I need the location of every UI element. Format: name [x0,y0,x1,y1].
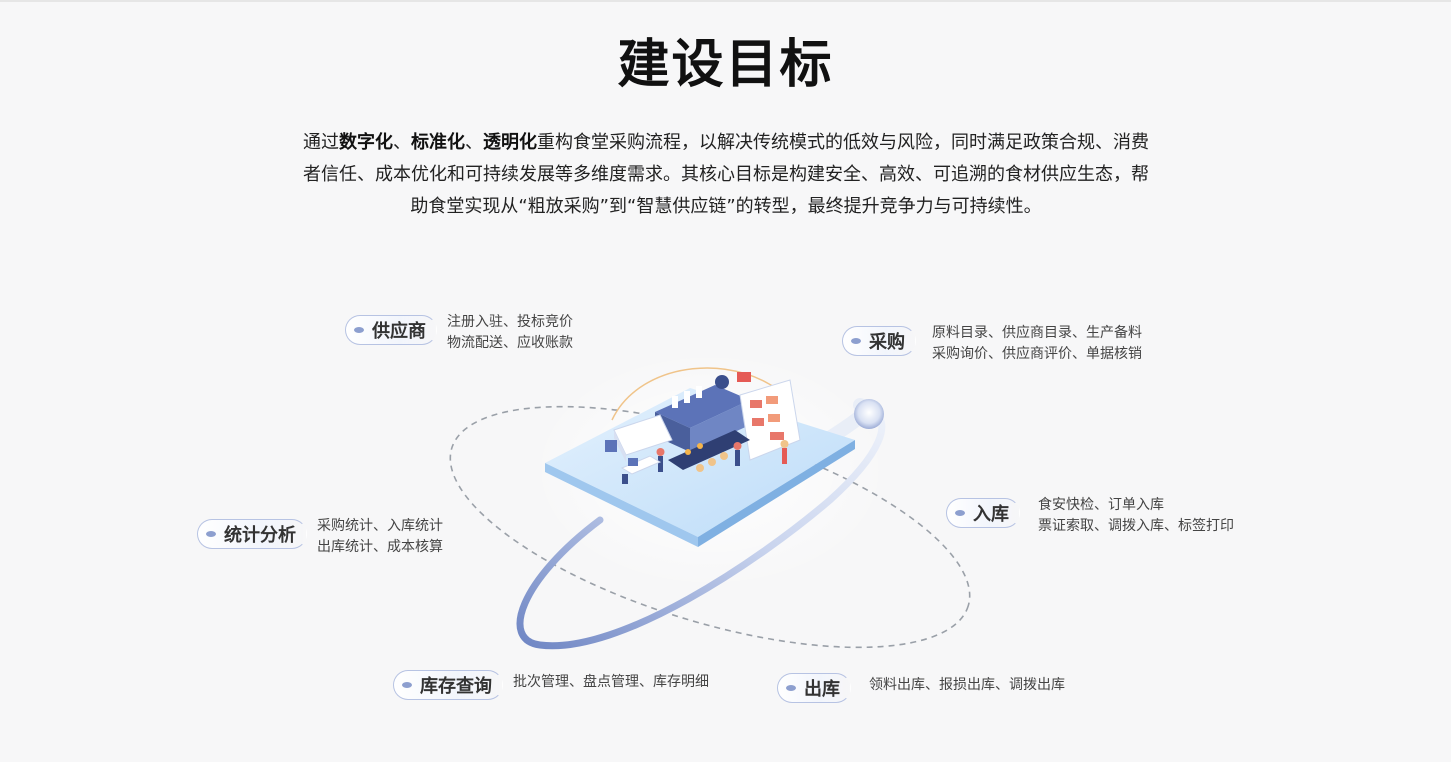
inventory-pill: 库存查询 [393,670,503,700]
supplier-desc-line: 物流配送、应收账款 [447,335,573,351]
intro-keyword-transparent: 透明化 [483,132,537,153]
intro-keyword-digital: 数字化 [339,132,393,153]
node-supplier: 供应商 注册入驻、投标竞价 物流配送、应收账款 [345,312,573,354]
node-inbound: 入库 食安快检、订单入库 票证索取、调拨入库、标签打印 [946,495,1234,537]
truck-icon [605,414,673,462]
bullet-dot-icon [786,685,796,691]
stats-label: 统计分析 [224,525,296,546]
supplier-pill: 供应商 [345,315,437,345]
inbound-label: 入库 [973,504,1009,525]
computer-desk-icon [620,455,662,484]
ribbon-orbit [516,406,886,650]
bullet-dot-icon [206,531,216,537]
intro-separator: 、 [465,132,483,153]
warehouse-shelves-icon [737,372,801,461]
worker-icon [656,440,789,472]
bullet-dot-icon [354,327,364,333]
intro-text: 通过 [303,132,339,153]
outbound-label: 出库 [804,679,840,700]
supplier-description: 注册入驻、投标竞价 物流配送、应收账款 [447,312,573,354]
supplier-desc-line: 注册入驻、投标竞价 [447,314,573,330]
stats-desc-line: 出库统计、成本核算 [317,539,443,555]
conveyor-icon [668,430,750,472]
intro-paragraph: 通过数字化、标准化、透明化重构食堂采购流程，以解决传统模式的低效与风险，同时满足… [300,127,1152,223]
platform-right [698,440,855,547]
stats-description: 采购统计、入库统计 出库统计、成本核算 [317,516,443,558]
bullet-dot-icon [955,510,965,516]
orbit-ball [854,399,884,429]
page-title: 建设目标 [617,35,834,95]
inbound-desc-line: 票证索取、调拨入库、标签打印 [1038,518,1234,534]
outbound-pill: 出库 [777,673,851,703]
intro-keyword-standard: 标准化 [411,132,465,153]
inbound-description: 食安快检、订单入库 票证索取、调拨入库、标签打印 [1038,495,1234,537]
bullet-dot-icon [851,338,861,344]
inbound-pill: 入库 [946,498,1020,528]
bullet-dot-icon [402,682,412,688]
supplier-label: 供应商 [372,321,426,342]
stats-desc-line: 采购统计、入库统计 [317,518,443,534]
intro-text: 重构食堂采购流程，以解决传统模式的低效与风险，同时满足政策合规、消费者信任、成本… [303,132,1149,217]
node-inventory: 库存查询 批次管理、盘点管理、库存明细 [393,670,709,700]
inbound-desc-line: 食安快检、订单入库 [1038,497,1164,513]
purchase-pill: 采购 [842,326,916,356]
top-arc [611,367,791,421]
platform-left [545,463,698,547]
purchase-desc-line: 原料目录、供应商目录、生产备料 [932,325,1142,341]
node-stats: 统计分析 采购统计、入库统计 出库统计、成本核算 [197,516,443,558]
purchase-desc-line: 采购询价、供应商评价、单据核销 [932,346,1142,362]
inventory-description: 批次管理、盘点管理、库存明细 [513,672,709,693]
top-divider [0,0,1451,2]
node-purchase: 采购 原料目录、供应商目录、生产备料 采购询价、供应商评价、单据核销 [842,323,1142,365]
node-outbound: 出库 领料出库、报损出库、调拨出库 [777,673,1065,703]
inventory-label: 库存查询 [420,676,492,697]
outbound-description: 领料出库、报损出库、调拨出库 [869,675,1065,696]
stats-pill: 统计分析 [197,519,307,549]
intro-separator: 、 [393,132,411,153]
inventory-desc-line: 批次管理、盘点管理、库存明细 [513,674,709,690]
outbound-desc-line: 领料出库、报损出库、调拨出库 [869,677,1065,693]
dashed-orbit [449,405,971,649]
purchase-description: 原料目录、供应商目录、生产备料 采购询价、供应商评价、单据核销 [932,323,1142,365]
purchase-label: 采购 [869,332,905,353]
